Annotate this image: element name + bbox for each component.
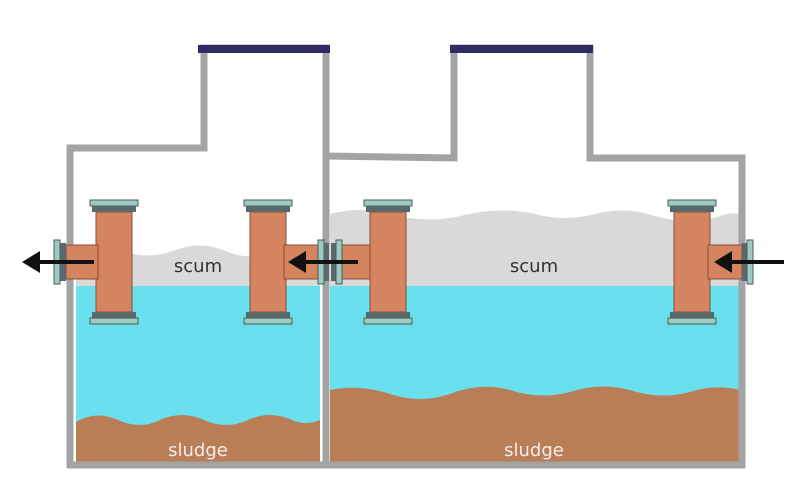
outlet-arrow-head [22, 251, 40, 273]
tee-flange-bottom [243, 317, 293, 325]
tee-flange-bottom [363, 317, 413, 325]
tee-flange-bottom-collar [670, 312, 714, 318]
tee-flange-top [667, 199, 717, 207]
left-sludge-label: sludge [168, 440, 228, 461]
tee-pipe-vertical [673, 211, 711, 313]
transfer-arrow-head [288, 251, 306, 273]
tee-pipe-vertical [249, 211, 287, 313]
arrow-left-icon [22, 251, 94, 273]
left-tank-wall [66, 44, 330, 462]
left-sludge-layer [76, 415, 320, 462]
tee-flange-top [363, 199, 413, 207]
tee-flange-bottom [89, 317, 139, 325]
inlet-arrow-head [714, 251, 732, 273]
arrow-left-icon [288, 251, 358, 273]
right-scum-label: scum [510, 256, 558, 277]
tee-flange-bottom-collar [92, 312, 136, 318]
tee-pipe-vertical [95, 211, 133, 313]
tee-flange-top-collar [92, 206, 136, 212]
tee-flange-top [89, 199, 139, 207]
tee-flange-bottom [667, 317, 717, 325]
tee-flange-bottom-collar [246, 312, 290, 318]
right-sludge-layer [330, 386, 740, 462]
left-scum-label: scum [174, 256, 222, 277]
left-lid [198, 45, 330, 53]
tee-flange-bottom-collar [366, 312, 410, 318]
right-lid [450, 45, 593, 53]
right-scum-layer [330, 210, 740, 286]
right-sludge-label: sludge [504, 440, 564, 461]
arrow-left-icon [714, 251, 784, 273]
tee-flange-top-collar [670, 206, 714, 212]
tee-flange-top-collar [366, 206, 410, 212]
tee-pipe-vertical [369, 211, 407, 313]
tee-flange-top [243, 199, 293, 207]
tee-flange-top-collar [246, 206, 290, 212]
